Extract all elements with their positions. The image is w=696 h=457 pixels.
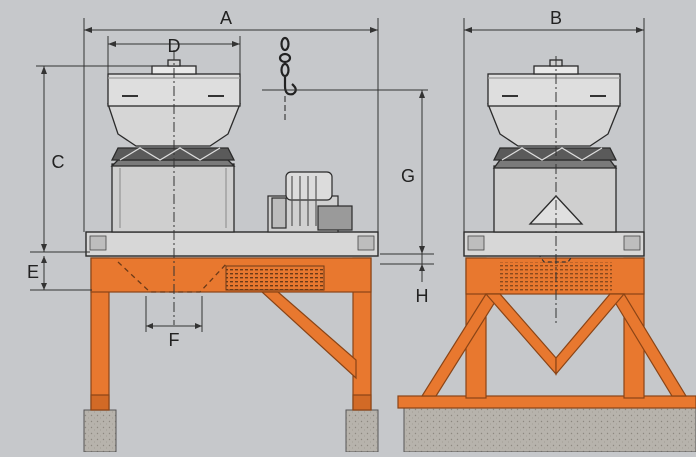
motor (267, 171, 353, 233)
dimension-label-d: D (168, 36, 181, 56)
dimension-label-c: C (52, 152, 65, 172)
dimension-arrows (41, 27, 644, 329)
dimension-label-b: B (550, 8, 562, 28)
belt-guard (225, 265, 325, 291)
front-mill-body (107, 59, 241, 233)
side-base-plate (463, 231, 645, 257)
front-view (83, 36, 379, 453)
dimension-label-e: E (27, 262, 39, 282)
discharge-hopper (117, 261, 229, 293)
dimension-lines (30, 18, 645, 332)
side-mill-body (487, 59, 621, 233)
dimension-label-a: A (220, 8, 232, 28)
chain-hook-icon (278, 36, 297, 120)
dimension-label-f: F (169, 330, 180, 350)
front-foundation-right (345, 409, 379, 453)
front-foundation-left (83, 409, 117, 453)
dimension-label-h: H (416, 286, 429, 306)
front-base-plate (85, 231, 379, 257)
side-ground-beam (397, 395, 696, 409)
side-foundation (403, 405, 696, 453)
side-view (397, 56, 696, 453)
dimension-label-g: G (401, 166, 415, 186)
